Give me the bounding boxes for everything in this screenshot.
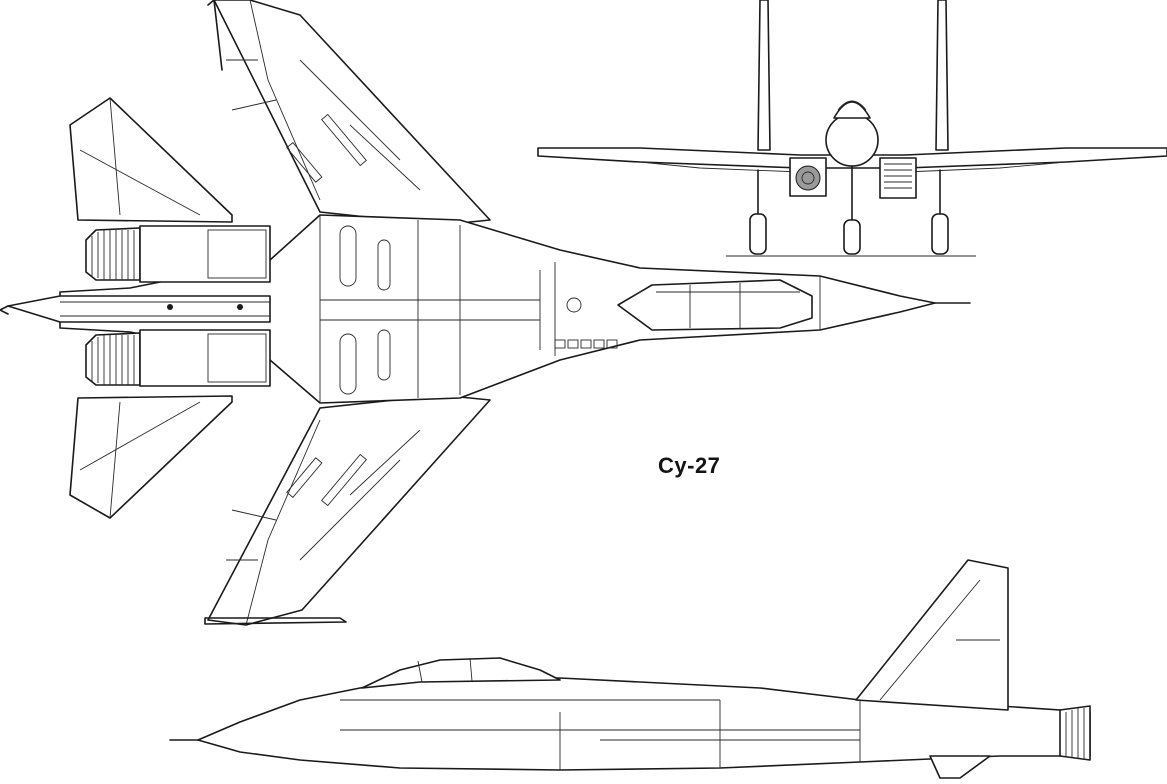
avionics-bays	[554, 339, 618, 349]
top-view	[0, 0, 971, 626]
side-view	[169, 559, 1091, 779]
front-view	[537, 0, 1167, 257]
canopy-top	[617, 279, 813, 331]
tail-boom	[7, 295, 271, 323]
front-intake-right	[879, 157, 917, 199]
upper-wingtip-rail	[207, 0, 223, 71]
engine-nozzle-lower	[85, 332, 141, 386]
side-ventral-fin	[929, 755, 991, 779]
front-fin-left	[757, 0, 771, 151]
fuselage-body	[59, 214, 936, 404]
lower-wing	[207, 394, 491, 626]
lower-stabilizer	[69, 395, 233, 519]
front-radome	[825, 113, 879, 167]
side-tail-fin	[855, 559, 1009, 711]
front-canopy	[833, 101, 871, 119]
engine-nacelle-lower	[139, 329, 271, 387]
front-fin-right	[935, 0, 949, 151]
lower-wingtip-rail	[204, 617, 347, 625]
side-engine-nozzle	[1059, 705, 1091, 761]
engine-nozzle-upper	[85, 227, 141, 281]
side-canopy	[361, 657, 561, 689]
drawing-title: Су-27	[658, 453, 721, 478]
upper-stabilizer	[69, 97, 233, 223]
engine-nacelle-upper	[139, 225, 271, 283]
